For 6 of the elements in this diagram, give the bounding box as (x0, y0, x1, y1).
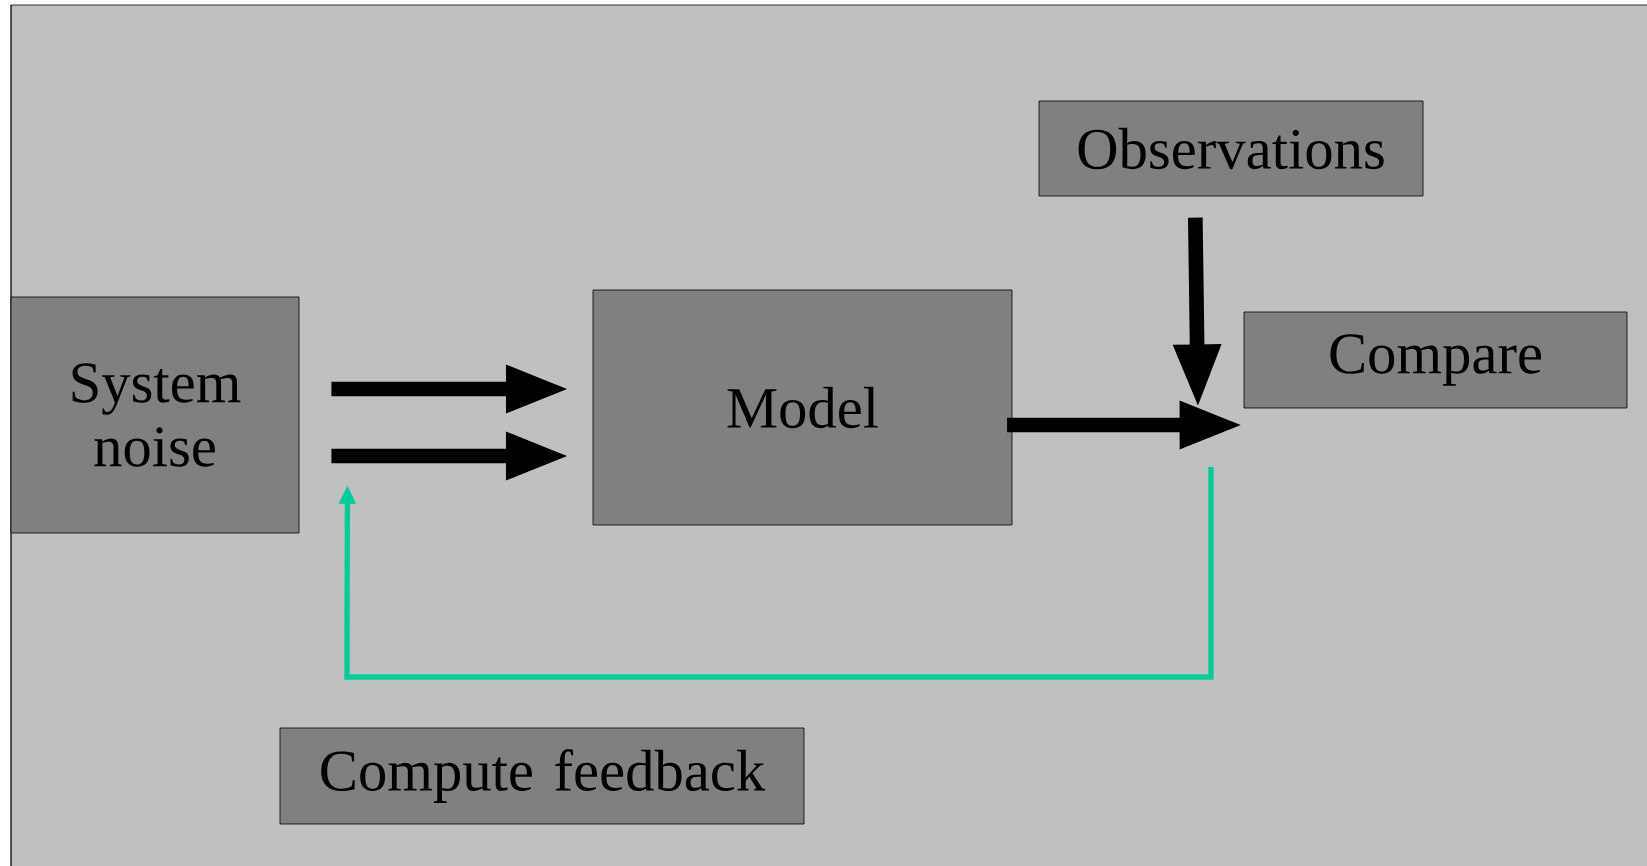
process-box: System noise (10, 296, 300, 534)
process-box: Compute feedback (279, 727, 805, 825)
process-box: Observations (1038, 100, 1424, 197)
arrow (338, 467, 1214, 680)
process-box: Compare (1243, 311, 1628, 409)
process-box: Model (592, 289, 1013, 526)
